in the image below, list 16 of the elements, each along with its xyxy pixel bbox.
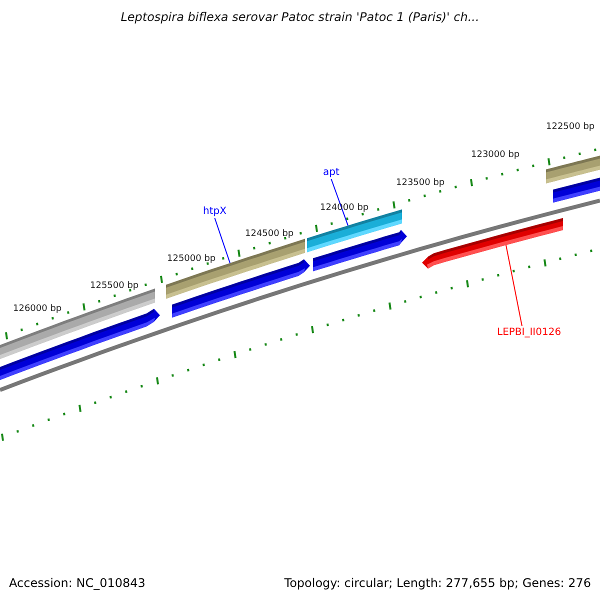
gene-label: htpX xyxy=(203,206,226,217)
scale-label: 125000 bp xyxy=(167,254,216,264)
scale-label: 126000 bp xyxy=(13,304,62,314)
footer-text: Accession: NC_010843 xyxy=(9,576,146,590)
gene-label: apt xyxy=(323,167,340,178)
gene-label: LEPBI_II0126 xyxy=(497,327,562,338)
leader-line xyxy=(214,218,230,264)
scale-label: 123500 bp xyxy=(396,178,445,188)
scale-label: 123000 bp xyxy=(471,150,520,160)
scale-label: 122500 bp xyxy=(546,122,595,132)
gene-feature xyxy=(422,218,563,269)
leader-line xyxy=(506,244,522,326)
footer-text: Topology: circular; Length: 277,655 bp; Genes: 276 xyxy=(284,576,591,590)
scale-label: 124500 bp xyxy=(245,229,294,239)
scale-label: 125500 bp xyxy=(90,281,139,291)
diagram-title: Leptospira biflexa serovar Patoc strain 'Patoc 1 (Paris)' ch... xyxy=(120,10,480,24)
